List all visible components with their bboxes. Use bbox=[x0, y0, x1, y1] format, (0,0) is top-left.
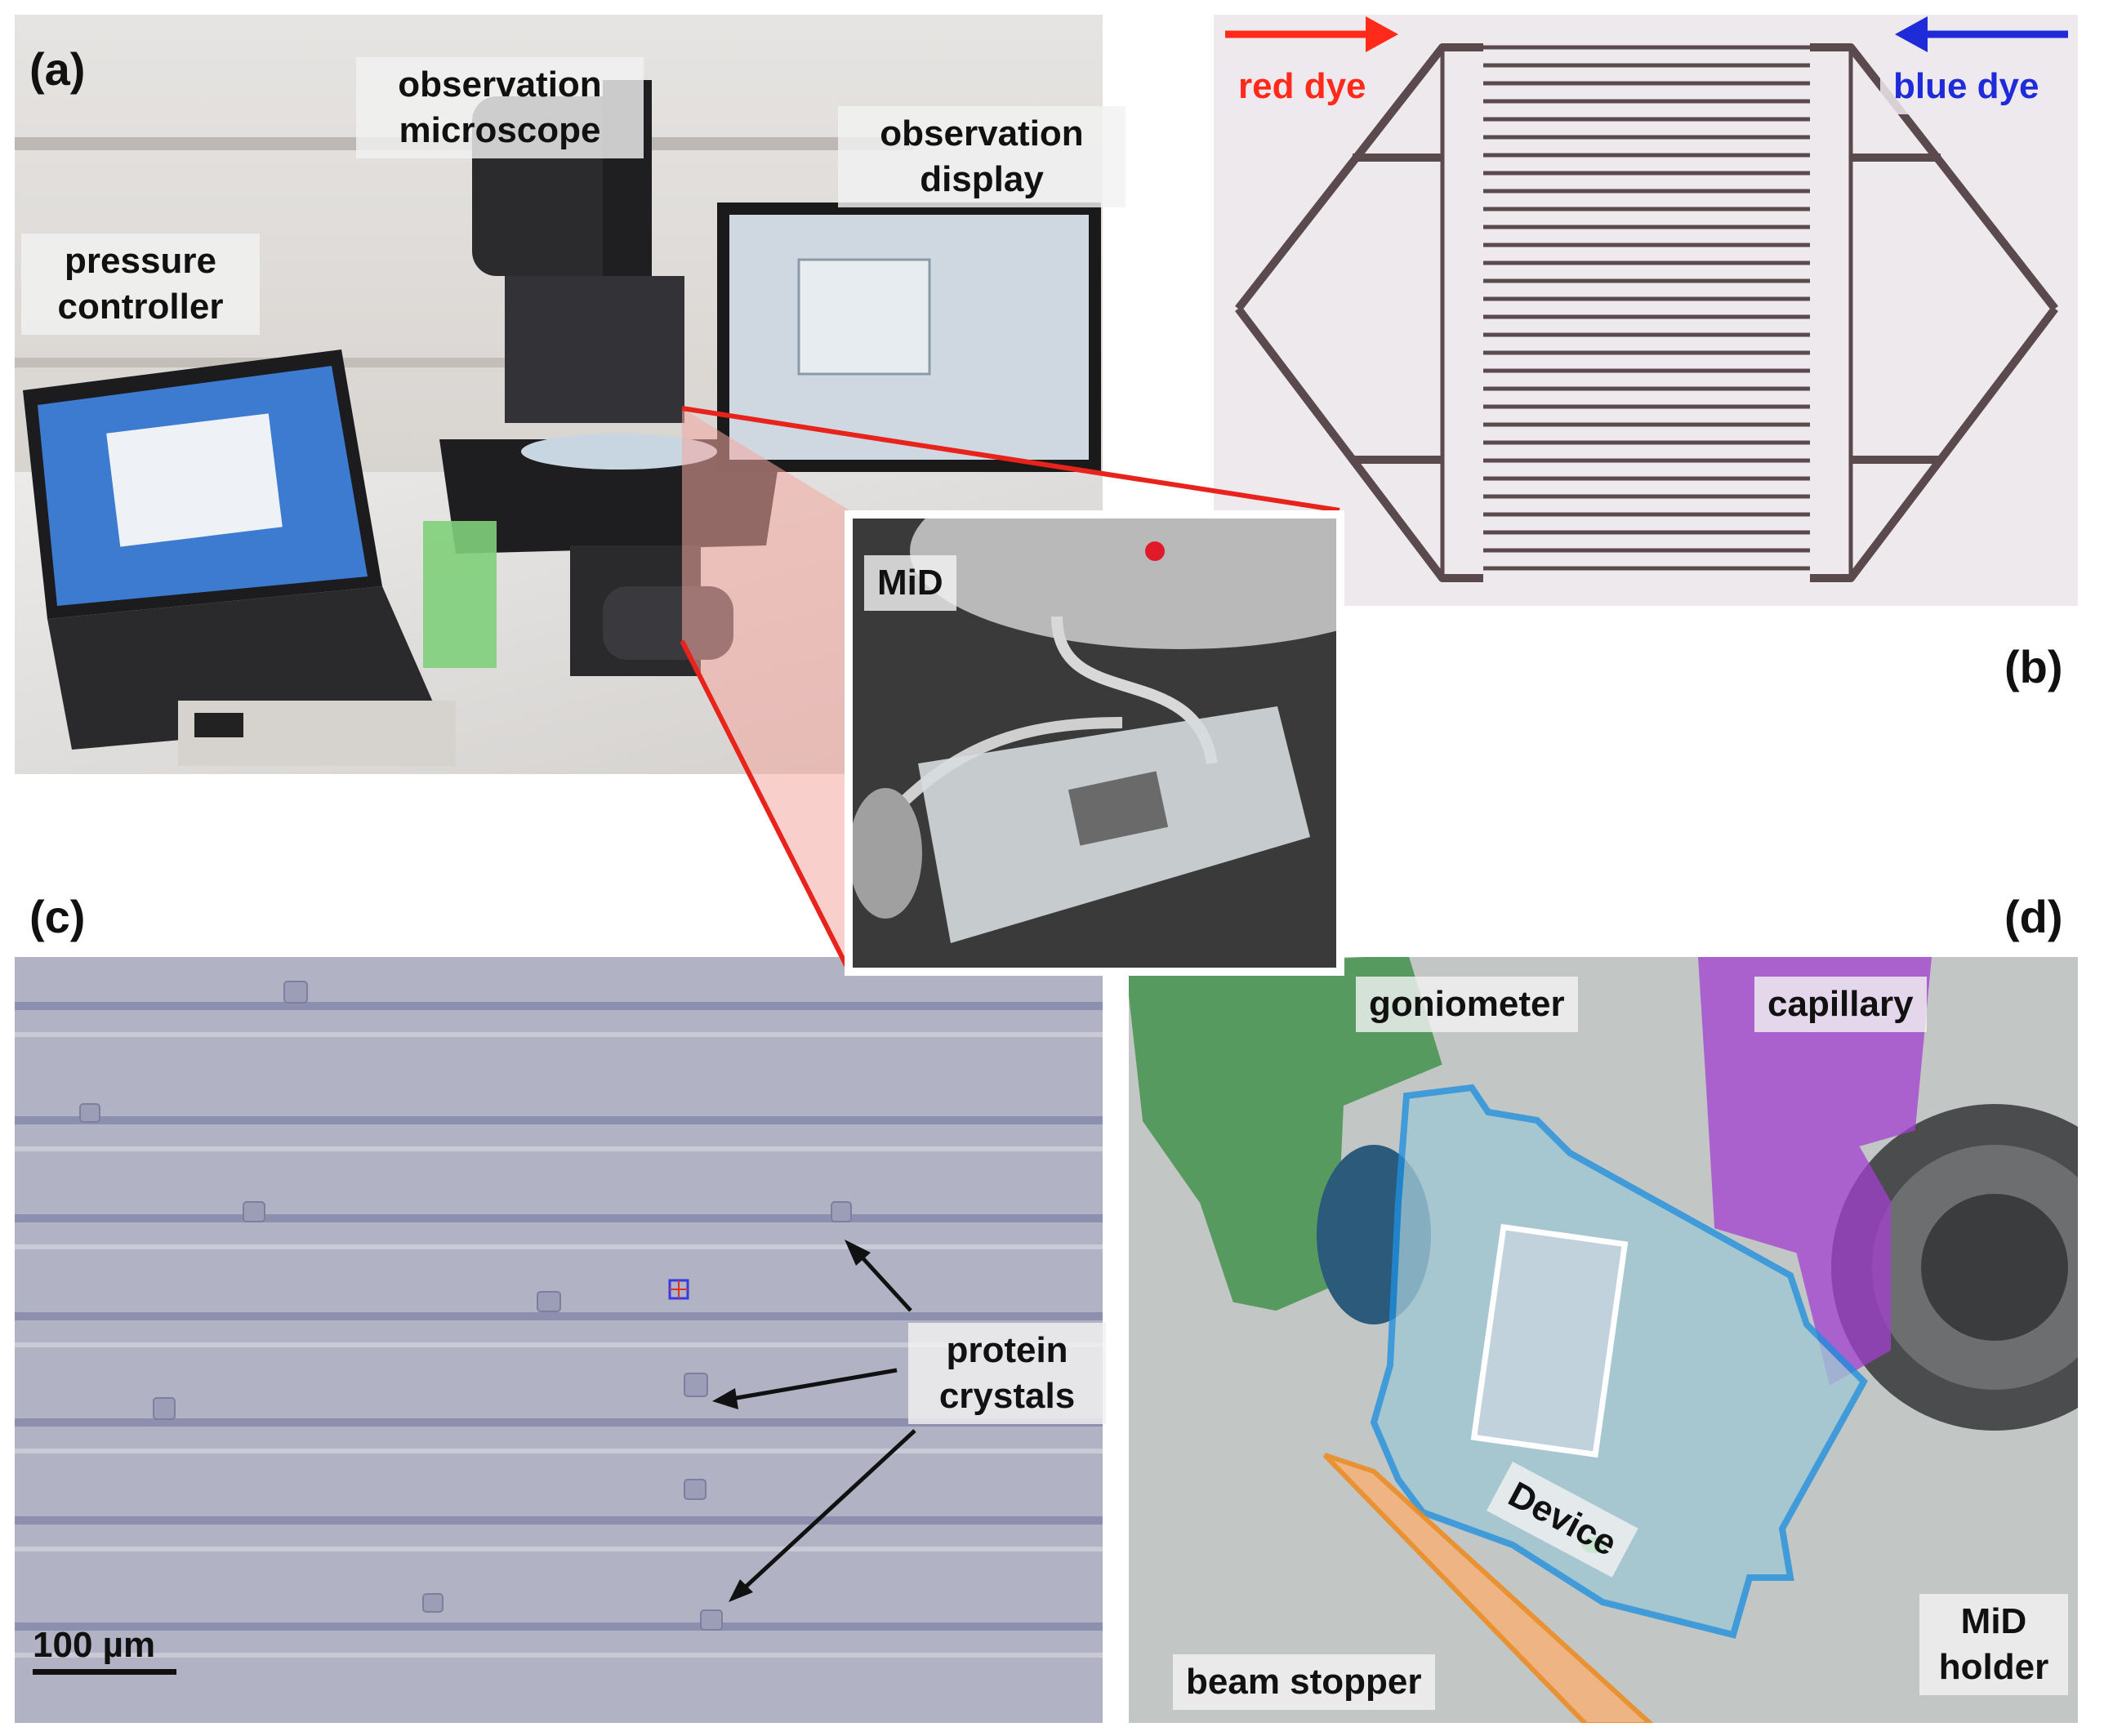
scale-bar: 100 µm bbox=[33, 1625, 176, 1675]
panel-c-label: (c) bbox=[29, 891, 86, 942]
scale-bar-label: 100 µm bbox=[33, 1625, 156, 1665]
pressure-controller-tag: pressure controller bbox=[21, 234, 260, 335]
goniometer-label: goniometer bbox=[1356, 977, 1578, 1032]
observation-display-tag: observation display bbox=[838, 106, 1126, 207]
protein-crystals-label: protein crystals bbox=[908, 1323, 1106, 1424]
beam-stopper-label: beam stopper bbox=[1173, 1654, 1435, 1710]
capillary-label: capillary bbox=[1754, 977, 1927, 1032]
blue-dye-label: blue dye bbox=[1880, 59, 2053, 114]
mid-inset-tag: MiD bbox=[864, 555, 956, 611]
panel-a-label: (a) bbox=[29, 43, 86, 95]
red-dye-label: red dye bbox=[1225, 59, 1380, 114]
observation-microscope-tag: observation microscope bbox=[356, 57, 644, 158]
mid-device-illustration bbox=[853, 519, 1336, 968]
panel-b-photo bbox=[1214, 15, 2078, 606]
panel-b-label: (b) bbox=[2004, 641, 2063, 692]
beamline-illustration bbox=[1129, 957, 2078, 1723]
mid-holder-label: MiD holder bbox=[1919, 1594, 2068, 1695]
scale-bar-line bbox=[33, 1669, 176, 1675]
panel-d-label: (d) bbox=[2004, 891, 2063, 942]
